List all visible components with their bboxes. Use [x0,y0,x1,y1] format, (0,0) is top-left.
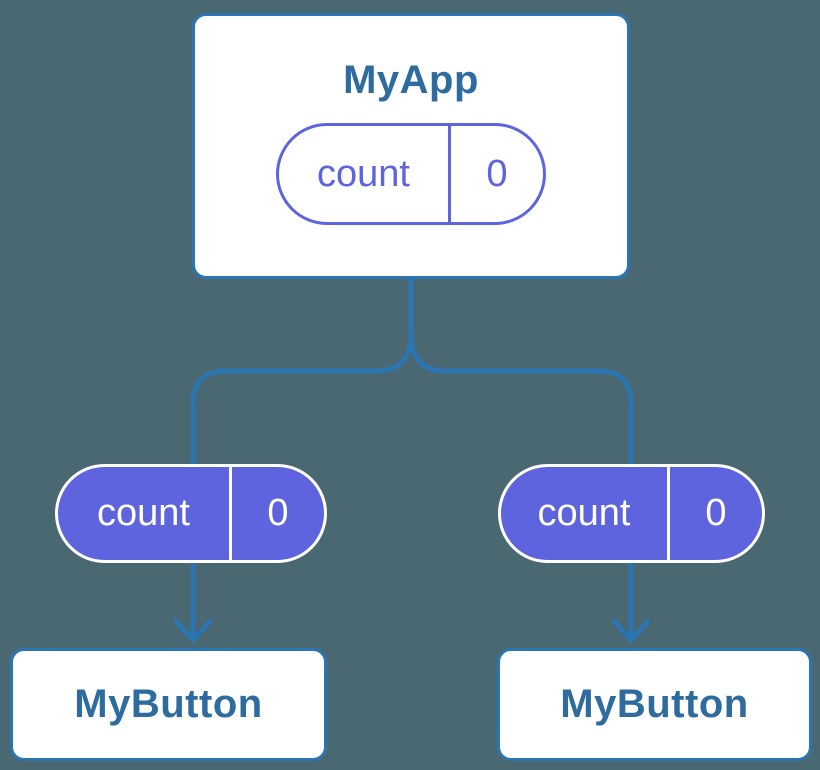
right-button-node-title: MyButton [560,682,749,726]
left-state-label: count [97,492,190,534]
right-state-value: 0 [705,492,727,534]
right-state-label: count [537,492,631,534]
app-state-value: 0 [486,152,508,195]
app-state-label: count [317,152,410,195]
pill-divider [667,467,670,560]
arrow-left-head-icon [173,618,213,644]
left-state-value: 0 [267,492,289,534]
right-button-state-pill: count 0 [498,464,765,563]
left-button-state-pill: count 0 [55,464,327,563]
branch-left-line [190,333,414,470]
arrow-right-head-icon [611,618,651,644]
right-button-node: MyButton [497,648,812,761]
app-state-pill: count 0 [276,123,546,225]
app-node-title: MyApp [343,58,479,102]
app-node: MyApp count 0 [192,13,630,279]
pill-divider [448,126,451,222]
branch-right-line [408,333,634,470]
left-button-node: MyButton [10,648,327,761]
pill-divider [229,467,232,560]
left-button-node-title: MyButton [74,682,263,726]
